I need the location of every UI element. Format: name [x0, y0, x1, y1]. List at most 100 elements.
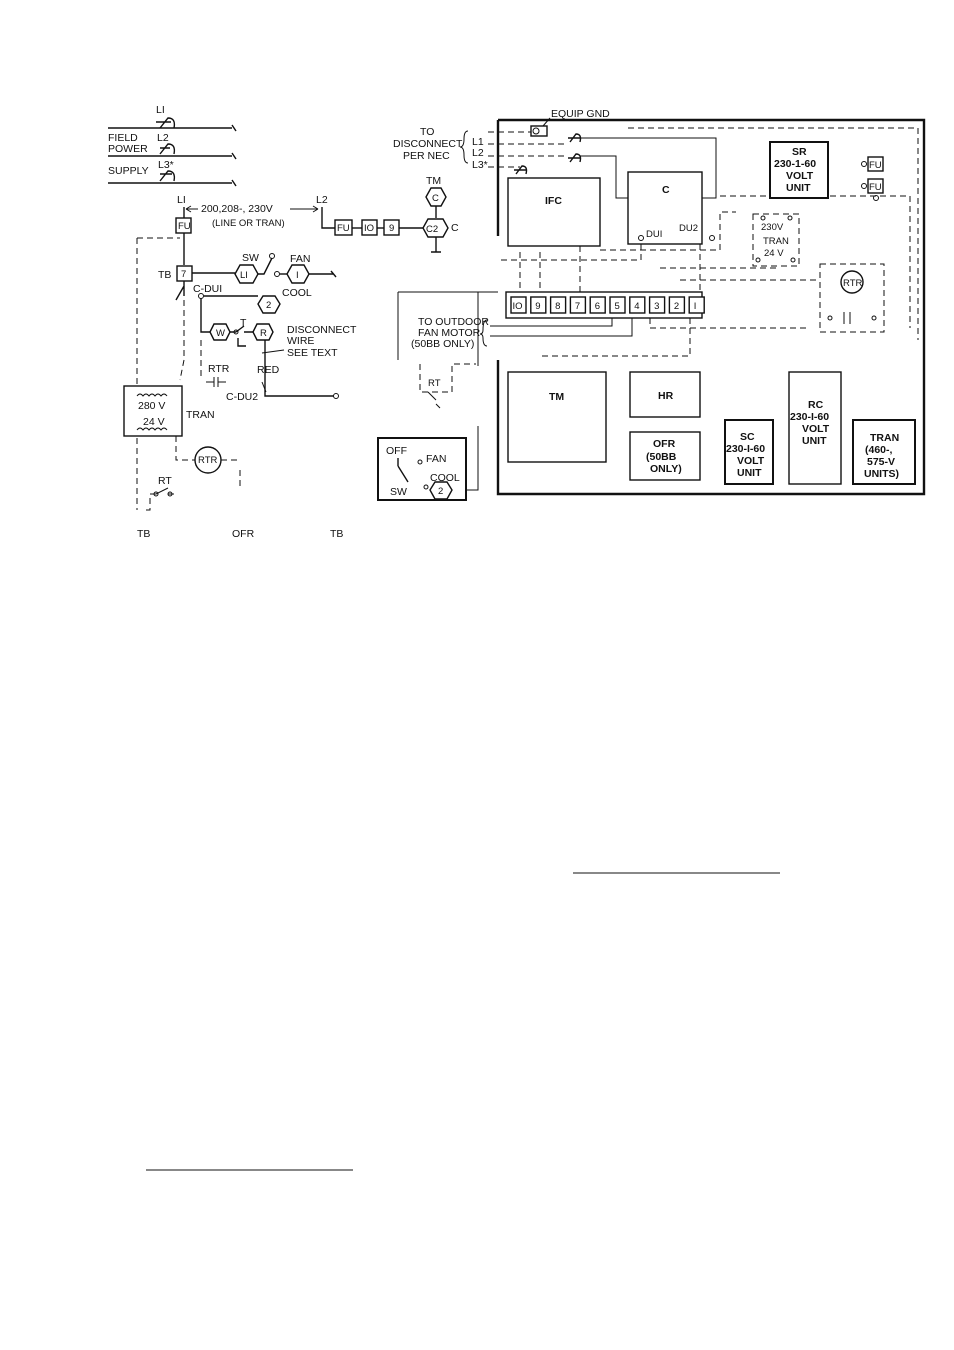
c2-coil: [422, 218, 449, 238]
supply-l3-label: L3*: [158, 159, 174, 171]
ifc-box: [507, 177, 601, 247]
terminal-2: [530, 296, 547, 314]
sw-off-label: OFF: [386, 445, 407, 457]
power-label: POWER: [108, 143, 148, 155]
terminal-8: [648, 296, 666, 314]
du2-label: DU2: [679, 223, 698, 234]
fu-right-2-label: FU: [869, 182, 882, 193]
v24-label: 24 V: [143, 416, 165, 428]
sw-coil-2-label: 2: [438, 486, 443, 497]
du1-label: DUI: [646, 229, 662, 240]
disconnect-label-2: WIRE: [287, 335, 314, 347]
fan-label: FAN: [290, 253, 310, 265]
rt-label: RT: [158, 475, 172, 487]
sw-label-right: SW: [390, 486, 407, 498]
ofr-box: [629, 431, 701, 481]
sc-line-2: 230-I-60: [726, 443, 765, 455]
supply-l1-label: LI: [156, 104, 165, 116]
terminal-3: [549, 296, 567, 314]
voltage-label: 200,208-, 230V: [201, 203, 273, 215]
outdoor-label-2: FAN MOTOR: [418, 327, 481, 339]
tran-label: TRAN: [186, 409, 215, 421]
tran-v-line-3: 24 V: [764, 248, 784, 259]
ofr-line-2: (50BB: [646, 451, 677, 463]
rc-box: [788, 371, 842, 485]
rtr-relay-left-label: RTR: [198, 455, 217, 466]
terminal-7-label: 4: [634, 301, 639, 312]
terminal-4: [569, 296, 587, 314]
terminal-8-label: 3: [654, 301, 659, 312]
tm-box-label: TM: [549, 391, 564, 403]
tran-24v-box: [752, 213, 800, 267]
ofr-line-1: OFR: [653, 438, 676, 450]
schematic-left: LI FIELD L2 POWER SUPPLY L3* LI FU 200,2…: [108, 104, 459, 540]
terminal-9-left-label: 9: [389, 223, 394, 234]
sw-coil-2: [429, 481, 453, 500]
contactor-c: [627, 171, 703, 245]
rtr-label: RTR: [208, 363, 230, 375]
tb-7-label: 7: [181, 269, 186, 280]
supply-label: SUPPLY: [108, 165, 149, 177]
rc-line-2: 230-I-60: [790, 411, 829, 423]
equip-gnd-label: EQUIP GND: [551, 108, 610, 120]
tran-v-line-2: TRAN: [763, 236, 789, 247]
sc-line-3: VOLT: [737, 455, 765, 467]
tran-line-4: UNITS): [864, 468, 899, 480]
rc-line-1: RC: [808, 399, 824, 411]
hr-box: [629, 371, 701, 418]
rc-line-3: VOLT: [802, 423, 830, 435]
sc-line-1: SC: [740, 431, 755, 443]
terminal-5-label: 6: [595, 301, 600, 312]
w-label: W: [216, 328, 225, 339]
field-label: FIELD: [108, 132, 138, 144]
terminal-3-label: 8: [555, 301, 560, 312]
per-nec-label: PER NEC: [403, 150, 450, 162]
contactor-c-label: C: [662, 184, 670, 196]
tm-label: TM: [426, 175, 441, 187]
l1-right-label: L1: [472, 136, 484, 148]
disconnect-label-1: DISCONNECT: [287, 324, 357, 336]
terminal-5: [589, 296, 606, 314]
terminal-1-label: IO: [513, 301, 523, 312]
outdoor-label-3: (50BB ONLY): [411, 338, 474, 350]
tran-box: [852, 419, 916, 485]
rtr-relay-right-label: RTR: [843, 278, 862, 289]
tb-label: TB: [158, 269, 171, 281]
supply-l2-label: L2: [157, 132, 169, 144]
rtr-relay-box: [819, 263, 885, 333]
l2-top-label: L2: [316, 194, 328, 206]
hr-label: HR: [658, 390, 674, 402]
sr-line-1: SR: [792, 146, 807, 158]
fu-left-label: FU: [178, 221, 191, 232]
fu-right-2: [867, 178, 884, 194]
cool-coil: [257, 295, 281, 314]
terminal-10: [688, 296, 705, 314]
tran-line-3: 575-V: [867, 456, 895, 468]
l1-coil-label: LI: [240, 270, 248, 281]
c-right-label: C: [451, 222, 459, 234]
c-coil: [425, 187, 447, 207]
bottom-tb-label-1: TB: [137, 528, 150, 540]
fu-right-1-label: FU: [869, 160, 882, 171]
terminal-1: [510, 296, 527, 314]
bottom-tb-label-2: TB: [330, 528, 343, 540]
terminal-9: [668, 296, 686, 314]
ifc-label: IFC: [545, 195, 562, 207]
fu-mid-label: FU: [337, 223, 350, 234]
voltage-note: (LINE OR TRAN): [212, 218, 285, 229]
cdu2-label: C-DU2: [226, 391, 258, 403]
terminal-9-label: 2: [674, 301, 679, 312]
cdu1-label: C-DUI: [193, 283, 222, 295]
sr-line-3: VOLT: [786, 170, 814, 182]
outdoor-label-1: TO OUTDOOR: [418, 316, 489, 328]
sr-box: [769, 141, 829, 199]
fan-coil-label: I: [296, 270, 299, 281]
sc-box: [724, 419, 774, 485]
cool-label: COOL: [282, 287, 312, 299]
cool-coil-label: 2: [266, 300, 271, 311]
terminal-7: [629, 296, 646, 314]
l2-right-label: L2: [472, 147, 484, 159]
fu-right-1: [867, 156, 884, 172]
